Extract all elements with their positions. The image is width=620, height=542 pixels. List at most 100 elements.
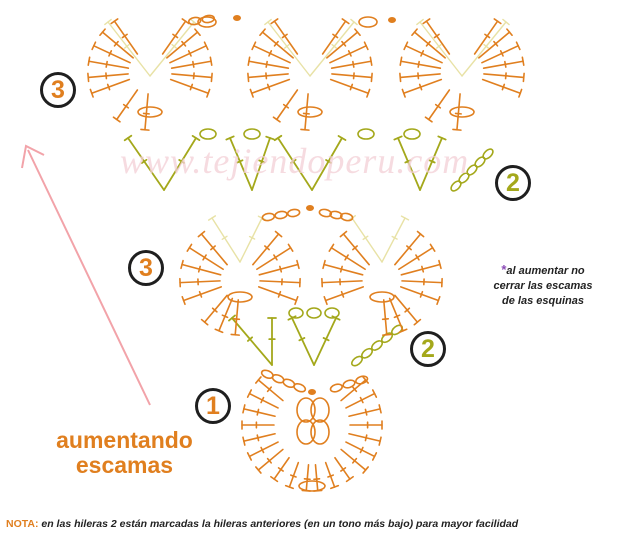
- stitch-crossbar: [345, 475, 354, 483]
- stitch-tick: [283, 43, 290, 49]
- double-crochet-stitch: [243, 432, 276, 442]
- double-crochet-stitch: [288, 461, 300, 488]
- stitch-tick: [419, 290, 424, 298]
- double-crochet-stitch: [401, 280, 443, 284]
- double-crochet-stitch: [93, 44, 131, 64]
- double-crochet-stitch: [251, 137, 271, 191]
- stitch-crossbar: [112, 116, 121, 123]
- chain-stitch: [339, 212, 354, 222]
- title-line-1: aumentando: [56, 427, 193, 453]
- stitch-crossbar: [331, 315, 341, 321]
- chain-stitch: [357, 128, 375, 140]
- stitch-tick: [210, 245, 216, 251]
- double-crochet-stitch: [170, 60, 212, 69]
- double-crochet-stitch: [400, 60, 442, 69]
- double-crochet-stitch: [305, 464, 310, 492]
- double-crochet-stitch: [399, 286, 440, 302]
- double-crochet-stitch: [323, 263, 364, 276]
- double-crochet-stitch: [330, 246, 366, 271]
- double-crochet-stitch: [334, 456, 351, 480]
- stitch-tick: [364, 408, 368, 416]
- stitch-tick: [325, 159, 332, 164]
- stitch-tick: [266, 386, 273, 393]
- stitch-crossbar: [247, 56, 251, 66]
- stitch-crossbar: [378, 404, 382, 414]
- double-crochet-stitch: [478, 31, 511, 59]
- stitch-tick: [418, 83, 423, 91]
- stitch-tick: [105, 60, 108, 68]
- stitch-tick: [277, 467, 284, 472]
- double-crochet-stitch: [87, 73, 129, 79]
- double-crochet-stitch: [399, 73, 441, 79]
- double-crochet-stitch: [113, 20, 139, 55]
- stitch-crossbar: [521, 56, 525, 66]
- stitch-tick: [248, 235, 256, 240]
- double-crochet-stitch: [115, 89, 139, 121]
- bottom-note: NOTA: en las hileras 2 están marcadas la…: [6, 518, 618, 530]
- stitch-tick: [351, 457, 358, 464]
- stitch-crossbar: [99, 28, 106, 37]
- watermark: www.tejiendoperu.com: [120, 141, 470, 181]
- row-label-2-middle: 2: [410, 331, 446, 367]
- double-crochet-stitch: [252, 233, 280, 266]
- row-label-1: 1: [195, 388, 231, 424]
- row-label-text: 3: [139, 254, 153, 282]
- double-crochet-stitch: [229, 137, 253, 191]
- double-crochet-stitch: [261, 31, 294, 59]
- stitch-crossbar: [424, 116, 433, 123]
- stitch-crossbar: [429, 243, 436, 252]
- stitch-tick: [266, 457, 273, 464]
- direction-arrow: [27, 149, 151, 406]
- stitch-tick: [289, 474, 297, 478]
- double-crochet-stitch: [314, 464, 319, 492]
- stitch-crossbar: [330, 484, 340, 490]
- stitch-tick: [332, 33, 339, 39]
- double-crochet-stitch: [481, 78, 522, 95]
- stitch-crossbar: [264, 18, 272, 26]
- chain-stitch: [474, 156, 486, 168]
- stitch-crossbar: [371, 389, 378, 398]
- double-crochet-stitch: [203, 294, 228, 323]
- double-crochet-stitch: [413, 31, 446, 59]
- chain-stitch: [296, 397, 316, 423]
- stitch-tick: [434, 103, 442, 109]
- stitch-crossbar: [350, 18, 358, 26]
- stitch-tick: [108, 50, 113, 57]
- stitch-crossbar: [203, 41, 209, 51]
- double-crochet-stitch: [179, 280, 221, 284]
- stitch-tick: [282, 103, 290, 109]
- stitch-crossbar: [294, 295, 299, 306]
- stitch-crossbar: [416, 18, 424, 26]
- double-crochet-stitch: [381, 217, 406, 263]
- double-crochet-stitch: [324, 461, 336, 488]
- stitch-crossbar: [255, 376, 262, 384]
- double-crochet-stitch: [243, 408, 276, 418]
- stitch-crossbar: [323, 295, 328, 306]
- chain-stitch: [199, 128, 217, 140]
- double-crochet-stitch: [348, 408, 381, 418]
- double-crochet-stitch: [419, 137, 443, 191]
- double-crochet-stitch: [247, 73, 289, 79]
- stitch-crossbar: [214, 328, 224, 334]
- double-crochet-stitch: [273, 456, 290, 480]
- stitch-tick: [260, 446, 265, 454]
- stitch-tick: [290, 158, 297, 164]
- double-crochet-stitch: [239, 217, 263, 263]
- double-crochet-stitch: [419, 21, 463, 77]
- stitch-tick: [417, 60, 420, 68]
- double-crochet-stitch: [309, 21, 355, 77]
- double-crochet-stitch: [253, 44, 291, 64]
- stitch-crossbar: [255, 466, 262, 474]
- double-crochet-stitch: [427, 89, 451, 121]
- stitch-crossbar: [270, 475, 279, 483]
- stitch-crossbar: [284, 484, 294, 490]
- stitch-crossbar: [296, 259, 300, 270]
- double-crochet-stitch: [398, 246, 434, 271]
- note-text: en las hileras 2 están marcadas la hiler…: [41, 518, 519, 530]
- chain-stitch: [310, 397, 330, 423]
- stitch-tick: [298, 337, 306, 342]
- double-crochet-stitch: [267, 21, 311, 77]
- stitch-tick: [106, 83, 111, 91]
- double-crochet-stitch: [101, 31, 134, 59]
